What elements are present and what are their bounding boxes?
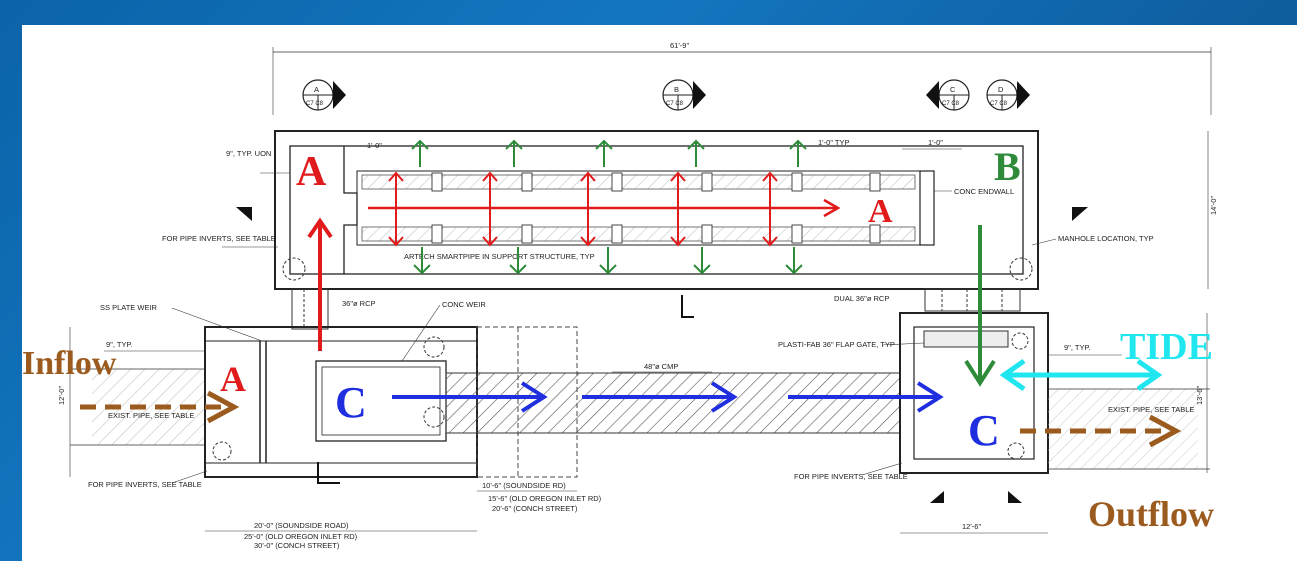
section-letter: B (674, 85, 679, 94)
section-sheets: C7 C8 (942, 101, 960, 107)
section-marker-c: C C7 C8 (926, 79, 970, 111)
overall-width-label: 61'-9" (670, 41, 689, 50)
one-ft-typ-label: 1'-0" TYP (818, 138, 849, 147)
section-sheets: C7 C8 (666, 101, 684, 107)
tide-label: TIDE (1120, 326, 1213, 368)
section-letter: A (314, 85, 319, 94)
tide-arrow (999, 358, 1163, 392)
section-marker-d: D C7 C8 (986, 79, 1030, 111)
weir-box: 12'-0" EXIST. PIPE, SEE TABLE 9", TYP. S… (57, 300, 486, 489)
section-letter: C (950, 85, 956, 94)
pipe-inverts-label-2: FOR PIPE INVERTS, SEE TABLE (88, 480, 202, 489)
green-down-arrow (693, 247, 711, 275)
green-up-arrow (789, 139, 807, 167)
typ-9-right-label: 9", TYP. (1064, 343, 1091, 352)
label-b: B (994, 144, 1021, 189)
one-ft-right-label: 1'-0" (928, 138, 943, 147)
bottom-dimensions: 20'-0" (SOUNDSIDE ROAD) 25'-0" (OLD OREG… (205, 481, 602, 550)
exist-pipe-right-label: EXIST. PIPE, SEE TABLE (1108, 405, 1194, 414)
mid-dim-3: 20'-6" (CONCH STREET) (492, 504, 578, 513)
blue-arrow-2 (582, 381, 738, 413)
pipe-inverts-label-1: FOR PIPE INVERTS, SEE TABLE (162, 234, 276, 243)
top-vault (274, 130, 1039, 290)
typ-9-label: 9", TYP. (106, 340, 133, 349)
manhole-circle (1009, 257, 1033, 281)
green-up-arrow (505, 139, 523, 167)
typ-9-uon-label: 9", TYP. UON (226, 149, 271, 158)
rcp-connectors: 36"ø RCP DUAL 36"ø RCP (291, 288, 1021, 330)
overall-dimension: 61'-9" (272, 41, 1212, 115)
height-right-label: 14'-0" (1209, 196, 1218, 215)
smartpipe-label: ARTECH SMARTPIPE IN SUPPORT STRUCTURE, T… (404, 252, 595, 261)
inflow-arrow (80, 390, 240, 424)
red-up-arrow (307, 217, 333, 351)
label-a-top-left: A (296, 149, 327, 195)
red-double-arrows (388, 171, 778, 247)
conc-endwall-label: CONC ENDWALL (954, 187, 1014, 196)
section-marker-a: A C7 C8 (302, 79, 346, 111)
mid-dim-1: 10'-6" (SOUNDSIDE RD) (482, 481, 566, 490)
manhole-circle (282, 257, 306, 281)
manhole-label: MANHOLE LOCATION, TYP (1058, 234, 1154, 243)
section-marker-b: B C7 C8 (662, 79, 706, 111)
slide-canvas: 61'-9" A C7 C8 B C7 C8 C C7 C8 D C7 C8 (22, 25, 1297, 561)
ss-plate-weir-label: SS PLATE WEIR (100, 303, 158, 312)
blue-arrow-1 (392, 381, 548, 413)
green-up-arrow (595, 139, 613, 167)
green-down-arrow-b (964, 225, 996, 387)
outflow-arrow (1020, 414, 1182, 448)
lower-left-dim-3: 30'-0" (CONCH STREET) (254, 541, 340, 550)
section-sheets: C7 C8 (306, 101, 324, 107)
inflow-label: Inflow (22, 345, 117, 382)
blue-flow-arrows (392, 381, 944, 413)
red-horizontal-arrow (368, 198, 841, 218)
green-down-arrow (413, 247, 431, 275)
cmp-48-label: 48"ø CMP (644, 362, 678, 371)
green-flow-arrows (411, 139, 807, 275)
one-ft-label: 1'-0" (367, 141, 382, 150)
label-a-weir: A (220, 359, 246, 399)
lower-left-dim-1: 20'-0" (SOUNDSIDE ROAD) (254, 521, 349, 530)
top-vault-callouts: 9", TYP. UON 1'-0" 1'-0" TYP 1'-0" CONC … (162, 131, 1218, 289)
outflow-label: Outflow (1088, 494, 1214, 534)
green-up-arrow (687, 139, 705, 167)
flap-gate-label: PLASTI-FAB 36" FLAP GATE, TYP (778, 340, 895, 349)
label-c-left: C (335, 378, 367, 427)
blue-arrow-3 (788, 381, 944, 413)
dual-rcp-label: DUAL 36"ø RCP (834, 294, 889, 303)
label-a-top-right: A (868, 193, 893, 230)
section-letter: D (998, 85, 1004, 94)
green-down-arrow (509, 247, 527, 275)
section-sheets: C7 C8 (990, 101, 1008, 107)
lower-left-dim-2: 25'-0" (OLD OREGON INLET RD) (244, 532, 358, 541)
outlet-box-height-label: 13'-6" (1195, 386, 1204, 405)
conc-weir-label: CONC WEIR (442, 300, 486, 309)
green-down-arrow (599, 247, 617, 275)
rcp-36-label: 36"ø RCP (342, 299, 376, 308)
label-c-right: C (968, 406, 1000, 455)
pipe-inverts-label-3: FOR PIPE INVERTS, SEE TABLE (794, 472, 908, 481)
mid-dim-2: 15'-6" (OLD OREGON INLET RD) (488, 494, 602, 503)
engineering-plan-diagram: 61'-9" A C7 C8 B C7 C8 C C7 C8 D C7 C8 (22, 41, 1218, 550)
outlet-box-width-label: 12'-6" (962, 522, 981, 531)
weir-box-height-label: 12'-0" (57, 386, 66, 405)
green-down-arrow (785, 247, 803, 275)
green-up-arrow (411, 139, 429, 167)
exist-pipe-left-label: EXIST. PIPE, SEE TABLE (108, 411, 194, 420)
